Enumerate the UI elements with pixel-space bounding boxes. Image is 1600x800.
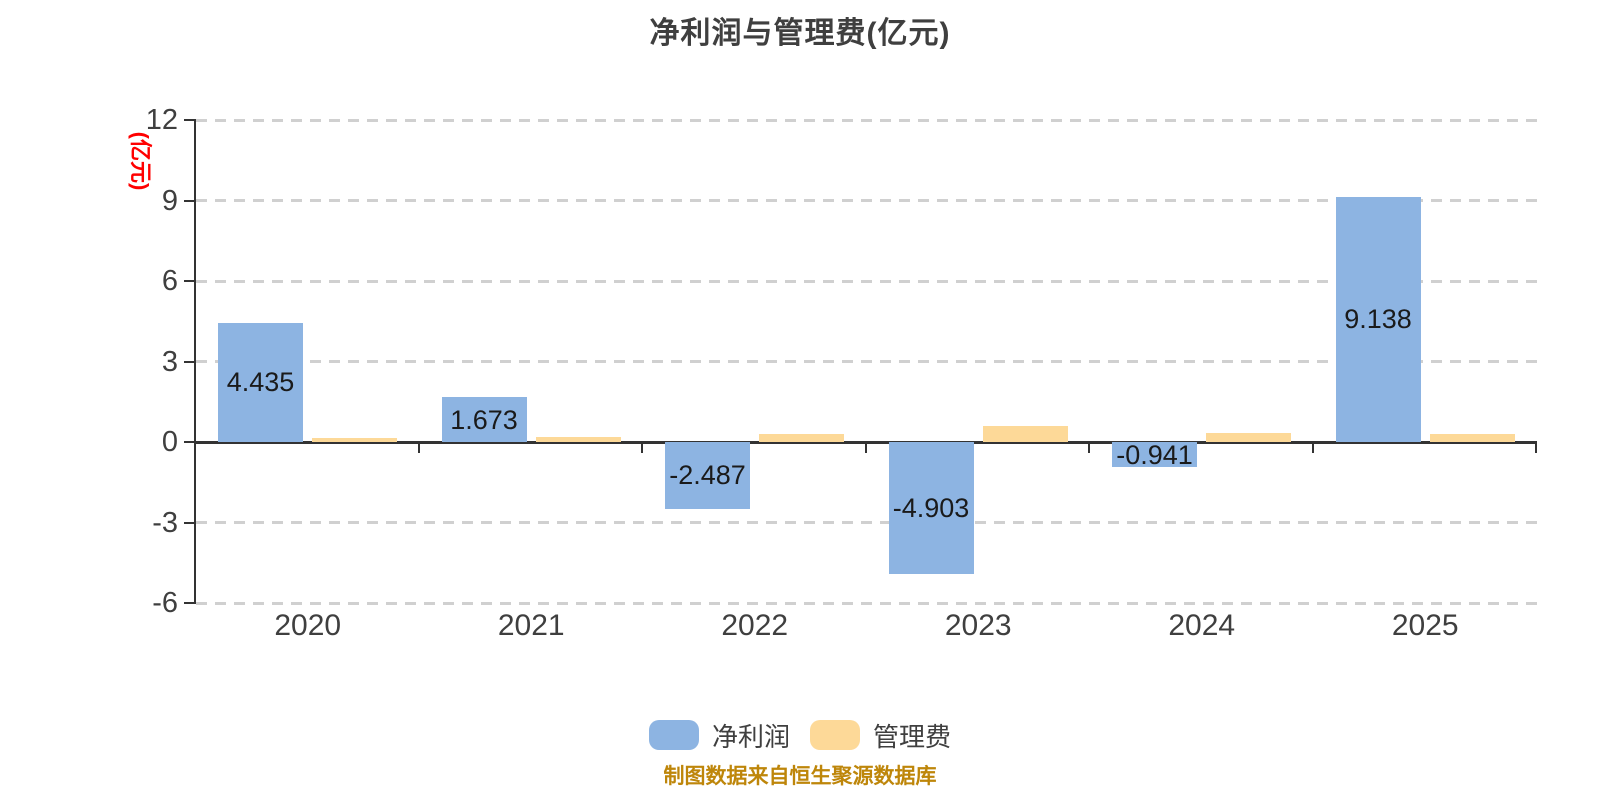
x-axis-tick — [864, 443, 867, 453]
data-label-2021: 1.673 — [450, 404, 518, 435]
gridline--6 — [196, 601, 1537, 605]
y-axis-tick — [184, 280, 196, 282]
legend-label-management-fee: 管理费 — [873, 721, 952, 752]
chart-title: 净利润与管理费(亿元) — [649, 17, 951, 50]
bar-management-fee-2020 — [312, 437, 397, 442]
x-axis-label: 2022 — [721, 609, 789, 642]
x-axis-label: 2024 — [1168, 609, 1236, 642]
legend-item-net-profit: 净利润 — [648, 717, 790, 754]
legend-swatch-net-profit — [648, 720, 699, 750]
y-axis-tick-label: 12 — [145, 104, 178, 136]
gridline-3 — [196, 360, 1537, 363]
bar-net-profit-2021 — [441, 397, 527, 442]
legend: 净利润 管理费 — [0, 716, 1600, 754]
gridline-9 — [196, 199, 1537, 202]
y-axis-tick-label: 9 — [161, 184, 178, 217]
legend-label-net-profit: 净利润 — [711, 721, 790, 752]
legend-item-management-fee: 管理费 — [810, 717, 951, 754]
gridline--3 — [196, 521, 1537, 524]
data-label-2020: 4.435 — [226, 367, 295, 398]
y-axis-tick-label: 0 — [161, 426, 178, 458]
x-axis-tick — [641, 443, 643, 453]
x-axis-tick — [1535, 443, 1537, 453]
bar-net-profit-2025 — [1335, 196, 1421, 442]
x-axis-tick — [1088, 443, 1090, 453]
x-axis-label: 2020 — [274, 609, 342, 642]
y-axis-tick — [184, 602, 196, 604]
y-axis-tick — [184, 119, 196, 121]
y-axis-tick-label: 3 — [161, 345, 178, 378]
y-axis-line — [194, 120, 196, 603]
bar-net-profit-2023 — [888, 442, 974, 574]
bar-management-fee-2025 — [1429, 434, 1515, 442]
y-axis-tick — [184, 521, 196, 524]
x-axis-label: 2023 — [944, 609, 1012, 642]
bar-management-fee-2024 — [1206, 433, 1291, 442]
data-label-2024: -0.941 — [1116, 439, 1193, 470]
bar-management-fee-2023 — [982, 425, 1068, 442]
bar-net-profit-2022 — [665, 442, 750, 509]
gridline-12 — [196, 118, 1537, 122]
y-axis-tick — [184, 360, 196, 363]
y-axis-tick — [184, 199, 196, 202]
x-axis-tick — [417, 443, 420, 453]
x-axis-label: 2021 — [497, 609, 565, 642]
bar-net-profit-2024 — [1112, 442, 1197, 468]
bar-management-fee-2022 — [759, 434, 844, 442]
x-axis-tick — [1311, 443, 1314, 453]
data-label-2025: 9.138 — [1344, 304, 1412, 335]
y-axis-tick-label: 6 — [161, 265, 178, 297]
x-axis-line — [196, 440, 1537, 444]
data-source-note: 制图数据来自恒生聚源数据库 — [663, 765, 937, 788]
y-axis-tick — [184, 441, 196, 443]
y-axis-tick-label: -3 — [152, 506, 178, 539]
y-axis-tick-label: -6 — [152, 587, 178, 619]
bar-management-fee-2021 — [535, 436, 621, 442]
plot-area: 12 9 6 3 0 -3 -6 2020 4.435 2021 1.673 2022 -2.487 20… — [146, 104, 1537, 642]
gridline-6 — [196, 279, 1537, 283]
legend-swatch-management-fee — [810, 720, 860, 750]
bar-net-profit-2020 — [218, 322, 303, 442]
data-label-2022: -2.487 — [669, 460, 746, 491]
x-axis-label: 2025 — [1391, 609, 1459, 642]
data-label-2023: -4.903 — [892, 492, 970, 523]
